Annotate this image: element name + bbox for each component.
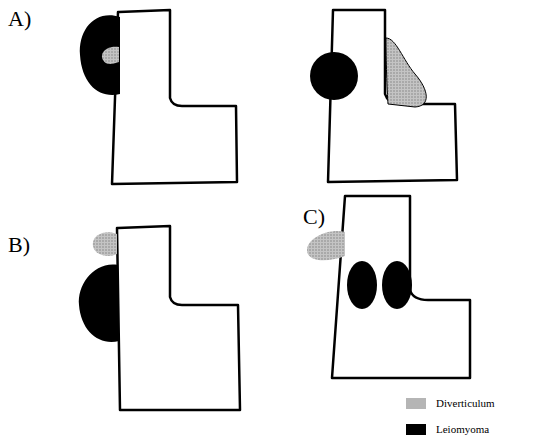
panel-label: B) xyxy=(8,234,30,256)
panel-label: C) xyxy=(303,206,325,228)
diverticulum xyxy=(102,47,119,64)
leiomyoma xyxy=(79,265,119,342)
diverticulum xyxy=(386,38,426,107)
organ-outline xyxy=(117,226,240,410)
legend-row: Leiomyoma xyxy=(406,424,489,435)
legend-text: Leiomyoma xyxy=(436,424,489,435)
organ-outline xyxy=(112,10,237,184)
leiomyoma xyxy=(347,261,377,309)
leiomyoma xyxy=(310,52,358,100)
leiomyoma xyxy=(382,261,412,309)
diverticulum xyxy=(307,231,345,260)
diverticulum xyxy=(93,232,117,256)
legend-row: Diverticulum xyxy=(406,398,495,409)
legend-swatch xyxy=(406,398,426,409)
leiomyoma xyxy=(80,15,120,95)
panel-label: A) xyxy=(8,8,31,30)
organ-outline xyxy=(328,10,457,182)
legend-text: Diverticulum xyxy=(436,398,495,409)
organ-outline xyxy=(332,196,470,378)
legend-swatch xyxy=(406,424,426,435)
